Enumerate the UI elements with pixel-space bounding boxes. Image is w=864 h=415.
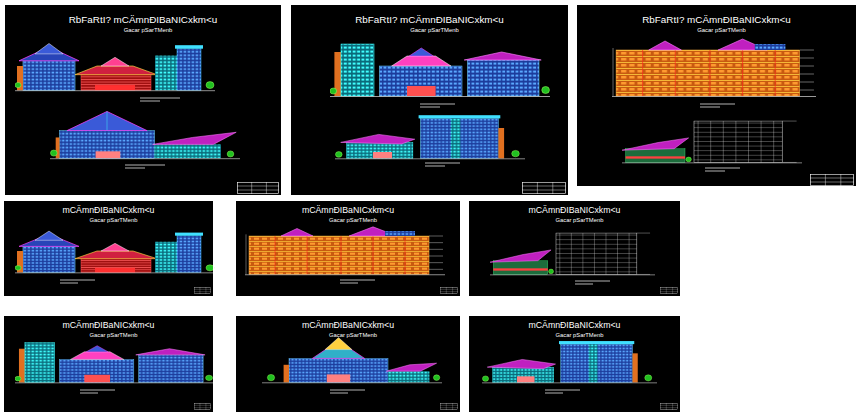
- drawing-sheet: RbFaRtI? mCÄmnÐIBaNICxkm<uGacar pSarTMen…: [575, 3, 858, 188]
- sheet-subtitle: Gacar pSarTMenb: [577, 27, 856, 33]
- sheet-subtitle: Gacar pSarTMenb: [236, 332, 460, 338]
- sheet-subtitle: Gacar pSarTMenb: [4, 217, 213, 223]
- sheet-title: RbFaRtI? mCÄmnÐIBaNICxkm<u: [291, 15, 568, 26]
- sheet-title: RbFaRtI? mCÄmnÐIBaNICxkm<u: [5, 15, 281, 26]
- sheet-subtitle: Gacar pSarTMenb: [469, 332, 680, 338]
- drawing-sheet: mCÄmnÐIBaNICxkm<uGacar pSarTMenb: [468, 200, 681, 297]
- sheet-title: RbFaRtI? mCÄmnÐIBaNICxkm<u: [577, 15, 856, 26]
- drawing-sheet: mCÄmnÐIBaNICxkm<uGacar pSarTMenb: [468, 315, 681, 413]
- sheet-subtitle: Gacar pSarTMenb: [236, 217, 460, 223]
- title-blocks: [194, 174, 854, 410]
- sheet-subtitle: Gacar pSarTMenb: [4, 332, 213, 338]
- sheet-title: mCÄmnÐIBaNICxkm<u: [469, 321, 680, 331]
- drawing-sheet: mCÄmnÐIBaNICxkm<uGacar pSarTMenb: [3, 200, 214, 297]
- drawing-sheet: RbFaRtI? mCÄmnÐIBaNICxkm<uGacar pSarTMen…: [289, 3, 570, 197]
- sheet-subtitle: Gacar pSarTMenb: [5, 27, 281, 33]
- sheet-title: mCÄmnÐIBaNICxkm<u: [469, 206, 680, 216]
- sheet-title: mCÄmnÐIBaNICxkm<u: [236, 321, 460, 331]
- drawing-sheet: mCÄmnÐIBaNICxkm<uGacar pSarTMenb: [3, 315, 214, 413]
- drawing-sheet: RbFaRtI? mCÄmnÐIBaNICxkm<uGacar pSarTMen…: [3, 3, 283, 197]
- sheet-grounds: [3, 3, 858, 413]
- sheet-subtitle: Gacar pSarTMenb: [469, 217, 680, 223]
- sheet-title: mCÄmnÐIBaNICxkm<u: [4, 206, 213, 216]
- sheet-subtitle: Gacar pSarTMenb: [291, 27, 568, 33]
- caption-marks: [60, 98, 740, 393]
- drawing-sheet: mCÄmnÐIBaNICxkm<uGacar pSarTMenb: [235, 315, 461, 413]
- drawing-sheet: mCÄmnÐIBaNICxkm<uGacar pSarTMenb: [235, 200, 461, 297]
- sheet-title: mCÄmnÐIBaNICxkm<u: [4, 321, 213, 331]
- sheet-title: mCÄmnÐIBaNICxkm<u: [236, 206, 460, 216]
